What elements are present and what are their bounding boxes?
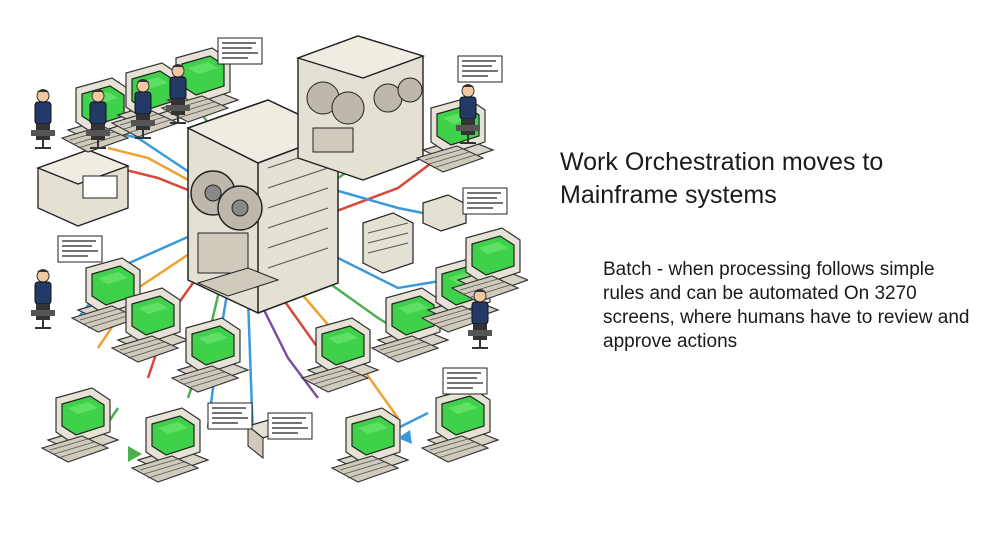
data-flow-arrows — [128, 430, 412, 462]
tape-drive-icon — [295, 35, 426, 181]
mainframe-icon — [186, 99, 340, 314]
printer-icon — [36, 149, 130, 227]
mainframe-network-illustration — [30, 35, 528, 483]
slide-body-text: Batch - when processing follows simple r… — [603, 259, 970, 352]
slide-title: Work Orchestration moves to Mainframe sy… — [560, 148, 884, 209]
